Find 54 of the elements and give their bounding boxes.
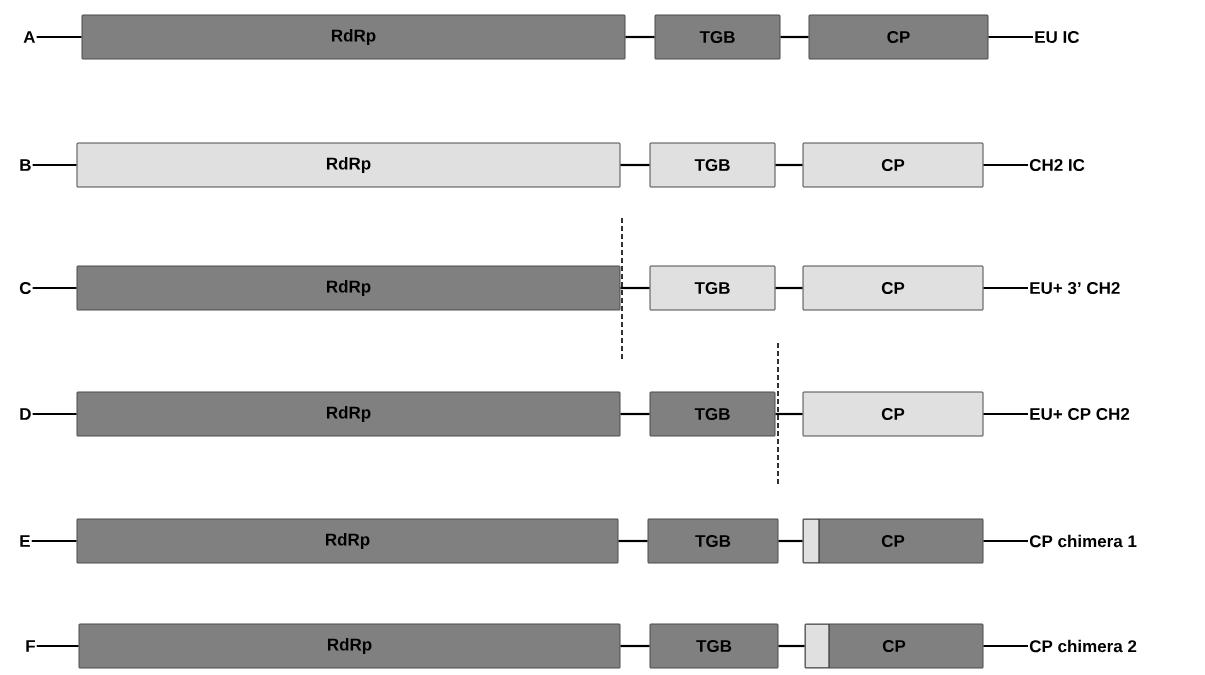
connector-line <box>983 644 1028 648</box>
connector-line <box>620 412 650 416</box>
gene-box: RdRp <box>76 265 621 311</box>
construct-label: EU+ 3’ CH2 <box>1030 281 1120 295</box>
connector-line <box>778 644 805 648</box>
construct-label: EU+ CP CH2 <box>1030 408 1130 421</box>
gene-box: CP <box>802 518 984 564</box>
gene-box: TGB <box>649 391 776 437</box>
row-letter: D <box>20 408 31 420</box>
gene-box: TGB <box>649 265 776 311</box>
connector-line <box>32 412 77 416</box>
gene-box: CP <box>804 623 984 669</box>
gene-box: RdRp <box>76 142 621 188</box>
construct-label: EU IC <box>1035 31 1080 44</box>
connector-line <box>983 286 1028 290</box>
connector-line <box>988 35 1033 39</box>
gene-box: TGB <box>649 142 776 188</box>
gene-box: CP <box>808 14 989 60</box>
gene-box: CP <box>802 391 984 437</box>
row-letter: E <box>20 535 30 547</box>
connector-line <box>36 644 79 648</box>
connector-line <box>775 163 803 167</box>
gene-box: TGB <box>649 623 779 669</box>
connector-line <box>778 539 803 543</box>
row-letter: A <box>23 31 36 43</box>
construct-label: CH2 IC <box>1029 159 1085 172</box>
connector-line <box>32 286 77 290</box>
gene-box: RdRp <box>78 623 621 669</box>
gene-box: CP <box>802 265 984 311</box>
connector-line <box>775 412 803 416</box>
construct-label: CP chimera 1 <box>1029 534 1137 548</box>
row-letter: F <box>26 640 35 652</box>
connector-line <box>31 539 77 543</box>
connector-line <box>32 163 77 167</box>
gene-box: TGB <box>647 518 779 564</box>
gene-box: RdRp <box>81 14 626 60</box>
connector-line <box>780 35 809 39</box>
connector-line <box>620 163 650 167</box>
gene-box: TGB <box>654 14 781 60</box>
connector-line <box>775 286 803 290</box>
connector-line <box>983 163 1028 167</box>
connector-line <box>625 35 655 39</box>
row-letter: B <box>20 159 31 171</box>
connector-line <box>620 644 650 648</box>
construct-label: CP chimera 2 <box>1029 639 1137 653</box>
row-letter: C <box>19 282 31 295</box>
connector-line <box>620 286 650 290</box>
gene-box: RdRp <box>76 391 621 437</box>
gene-box: RdRp <box>76 518 619 564</box>
connector-line <box>983 412 1028 416</box>
connector-line <box>36 35 82 39</box>
connector-line <box>618 539 648 543</box>
gene-box: CP <box>802 142 984 188</box>
connector-line <box>983 539 1028 543</box>
